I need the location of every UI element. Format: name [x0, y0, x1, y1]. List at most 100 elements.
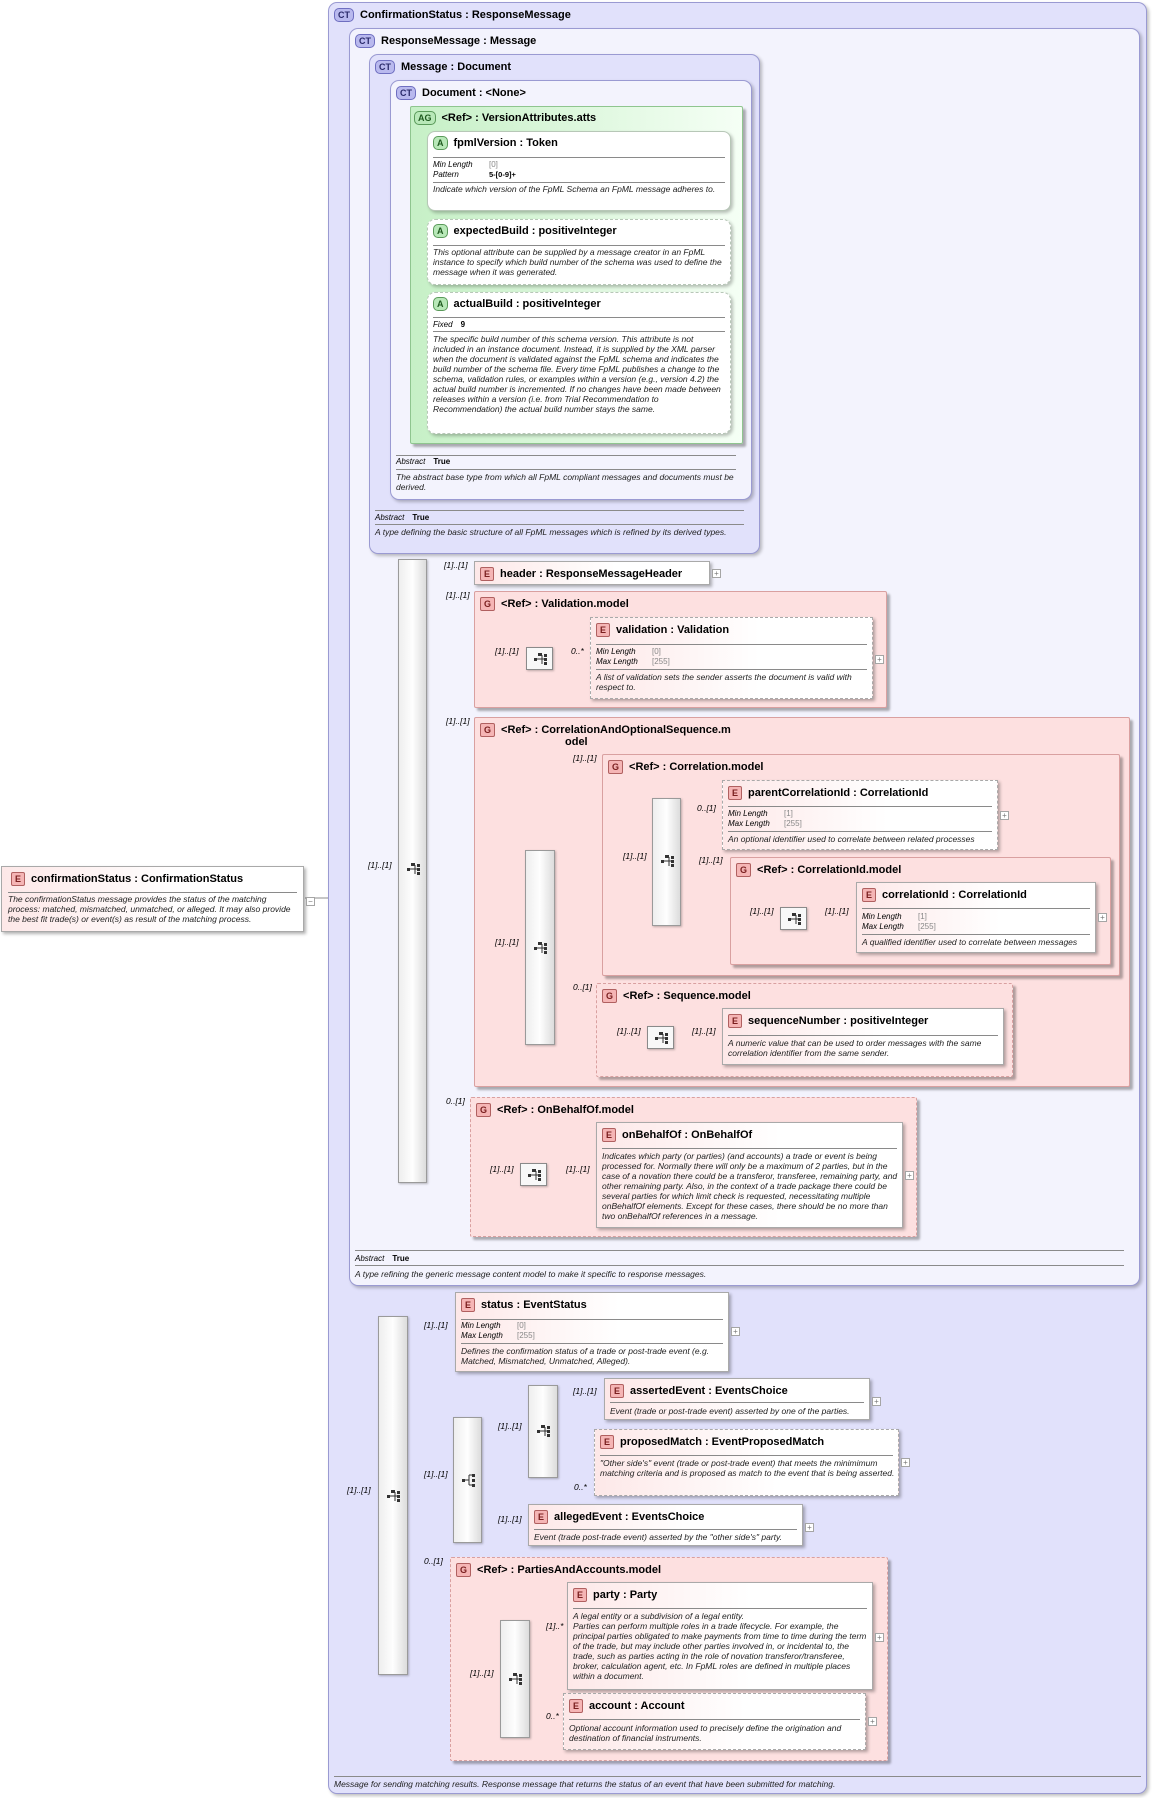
expand-toggle[interactable]: + [901, 1458, 910, 1467]
element-description: Defines the confirmation status of a tra… [461, 1346, 710, 1366]
cardinality: [1]..[1] [498, 1514, 522, 1524]
complex-type-badge: CT [355, 34, 375, 48]
expand-toggle[interactable]: + [875, 1633, 884, 1642]
sequence-compositor-correlation[interactable] [652, 798, 681, 926]
expand-toggle[interactable]: + [868, 1717, 877, 1726]
cardinality: [1]..[1] [617, 1026, 641, 1036]
property-label: Min Length [433, 160, 473, 169]
sequence-compositor-validation[interactable] [526, 647, 553, 670]
sequence-compositor-sequence[interactable] [647, 1026, 674, 1049]
property-label: Min Length [461, 1321, 501, 1330]
expand-toggle[interactable]: + [1098, 913, 1107, 922]
element-badge: E [602, 1128, 617, 1142]
element-badge: E [480, 567, 495, 581]
group-badge: G [736, 863, 752, 877]
complex-type-title: Message : Document [401, 60, 512, 73]
element-title: header : ResponseMessageHeader [500, 567, 683, 580]
element-badge: E [862, 888, 877, 902]
property-value: [255] [652, 657, 670, 666]
element-title: sequenceNumber : positiveInteger [748, 1014, 929, 1027]
choice-compositor-events[interactable] [453, 1417, 482, 1543]
cardinality: [1]..[1] [424, 1469, 448, 1479]
sequence-compositor-correlationandoptional[interactable] [525, 850, 555, 1045]
element-description: Event (trade or post-trade event) assert… [610, 1406, 850, 1416]
attribute-title: actualBuild : positiveInteger [453, 297, 601, 310]
property-value: 9 [460, 320, 466, 329]
cardinality: [1]..[1] [750, 906, 774, 916]
complex-type-title: ResponseMessage : Message [381, 34, 537, 47]
complex-type-description: A type refining the generic message cont… [355, 1269, 707, 1279]
expand-toggle[interactable]: + [712, 569, 721, 578]
group-badge: G [480, 597, 496, 611]
cardinality: [1]..* [546, 1621, 564, 1631]
abstract-value: True [412, 513, 430, 522]
element-badge: E [573, 1588, 588, 1602]
property-value: [0] [517, 1321, 526, 1330]
property-label: Max Length [728, 819, 770, 828]
element-badge: E [600, 1435, 615, 1449]
sequence-icon [788, 913, 801, 925]
group-badge: G [456, 1563, 472, 1577]
cardinality: [1]..[1] [490, 1164, 514, 1174]
property-value: [1] [918, 912, 927, 921]
abstract-value: True [433, 457, 451, 466]
complex-type-title: Document : <None> [422, 86, 526, 99]
complex-type-description: Message for sending matching results. Re… [334, 1779, 836, 1789]
cardinality: [1]..[1] [498, 1421, 522, 1431]
element-title: correlationId : CorrelationId [882, 888, 1027, 901]
abstract-label: Abstract [355, 1254, 385, 1263]
expand-toggle[interactable]: + [875, 655, 884, 664]
property-label: Min Length [596, 647, 636, 656]
attribute-description: This optional attribute can be supplied … [433, 247, 722, 277]
property-value: 5-[0-9]+ [489, 170, 516, 179]
sequence-compositor-onbehalfof[interactable] [520, 1163, 547, 1186]
attribute-title: fpmlVersion : Token [453, 136, 558, 149]
element-badge: E [728, 786, 743, 800]
element-badge: E [569, 1699, 584, 1713]
sequence-compositor-parties[interactable] [500, 1620, 530, 1738]
cardinality: 0..* [546, 1711, 559, 1721]
cardinality: 0..[1] [573, 982, 592, 992]
sequence-compositor-response[interactable] [398, 559, 427, 1183]
expand-toggle[interactable]: + [731, 1327, 740, 1336]
sequence-compositor-confirmationstatus[interactable] [378, 1316, 408, 1675]
group-badge: G [602, 989, 618, 1003]
attribute-description: Indicate which version of the FpML Schem… [433, 184, 716, 194]
cardinality: [1]..[1] [825, 906, 849, 916]
expand-toggle[interactable]: + [905, 1171, 914, 1180]
collapse-toggle[interactable]: − [306, 897, 315, 906]
cardinality: [1]..[1] [566, 1164, 590, 1174]
cardinality: [1]..[1] [446, 590, 470, 600]
sequence-icon [509, 1673, 522, 1685]
sequence-compositor-asserted[interactable] [528, 1385, 558, 1478]
expand-toggle[interactable]: + [1000, 811, 1009, 820]
complex-type-description: The abstract base type from which all Fp… [396, 472, 734, 492]
sequence-icon [407, 863, 420, 875]
expand-toggle[interactable]: + [872, 1397, 881, 1406]
group-title: <Ref> : CorrelationId.model [757, 863, 902, 876]
element-description: The confirmationStatus message provides … [8, 894, 291, 924]
property-value: [0] [652, 647, 661, 656]
complex-type-badge: CT [375, 60, 395, 74]
expand-toggle[interactable]: + [805, 1523, 814, 1532]
element-title: parentCorrelationId : CorrelationId [748, 786, 929, 799]
property-label: Pattern [433, 170, 459, 179]
element-title: onBehalfOf : OnBehalfOf [622, 1128, 753, 1141]
sequence-compositor-correlationid[interactable] [780, 907, 807, 930]
